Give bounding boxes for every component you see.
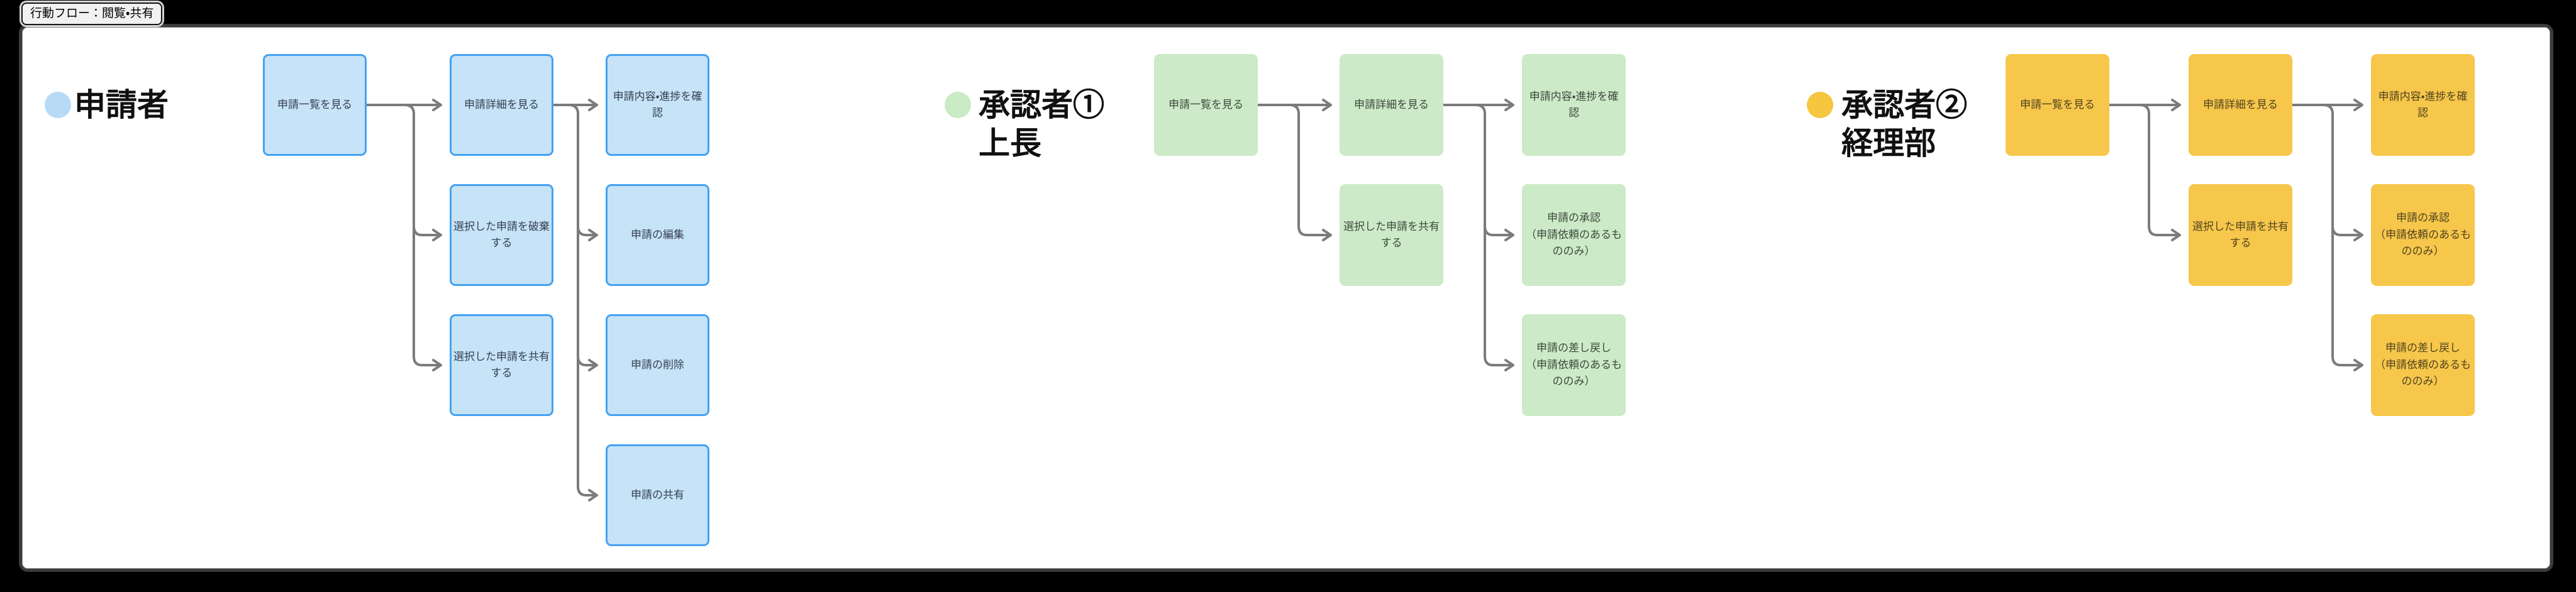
approver1-node-return-request[interactable]: 申請の差し戻し （申請依頼のあるもののみ） [1522, 314, 1626, 416]
role-label-subline: 経理部 [1841, 126, 1936, 161]
approver1-node-share-selected[interactable]: 選択した申請を共有する [1340, 184, 1443, 286]
approver2-node-check-progress[interactable]: 申請内容・進捗を確認 [2371, 54, 2475, 156]
applicant-node-share-request[interactable]: 申請の共有 [606, 444, 709, 546]
approver2-node-view-list[interactable]: 申請一覧を見る [2006, 54, 2109, 156]
applicant-node-share-selected[interactable]: 選択した申請を共有する [450, 314, 553, 416]
approver1-node-approve-request[interactable]: 申請の承認 （申請依頼のあるもののみ） [1522, 184, 1626, 286]
approver2-role-label: 承認者② 経理部 [1841, 86, 1967, 163]
approver2-node-view-detail[interactable]: 申請詳細を見る [2189, 54, 2292, 156]
flow-canvas [19, 24, 2553, 572]
applicant-node-edit-request[interactable]: 申請の編集 [606, 184, 709, 286]
approver1-role-label: 承認者① 上長 [979, 86, 1104, 163]
role-label-line: 申請者 [74, 87, 169, 123]
frame-title-tab[interactable]: 行動フロー：閲覧・共有 [21, 3, 163, 25]
applicant-node-check-progress[interactable]: 申請内容・進捗を確認 [606, 54, 709, 156]
applicant-node-delete-request[interactable]: 申請の削除 [606, 314, 709, 416]
approver2-node-approve-request[interactable]: 申請の承認 （申請依頼のあるもののみ） [2371, 184, 2475, 286]
approver2-node-share-selected[interactable]: 選択した申請を共有する [2189, 184, 2292, 286]
applicant-role-dot [45, 92, 71, 118]
applicant-node-view-detail[interactable]: 申請詳細を見る [450, 54, 553, 156]
role-label-line: 承認者① [979, 87, 1104, 123]
role-label-subline: 上長 [979, 126, 1041, 161]
applicant-node-discard-selected[interactable]: 選択した申請を破棄する [450, 184, 553, 286]
approver2-node-return-request[interactable]: 申請の差し戻し （申請依頼のあるもののみ） [2371, 314, 2475, 416]
approver1-node-view-detail[interactable]: 申請詳細を見る [1340, 54, 1443, 156]
approver2-role-dot [1807, 92, 1833, 118]
applicant-node-view-list[interactable]: 申請一覧を見る [263, 54, 367, 156]
approver1-role-dot [945, 92, 971, 118]
role-label-line: 承認者② [1841, 87, 1967, 123]
approver1-node-view-list[interactable]: 申請一覧を見る [1154, 54, 1258, 156]
approver1-node-check-progress[interactable]: 申請内容・進捗を確認 [1522, 54, 1626, 156]
applicant-role-label: 申請者 [74, 86, 169, 124]
